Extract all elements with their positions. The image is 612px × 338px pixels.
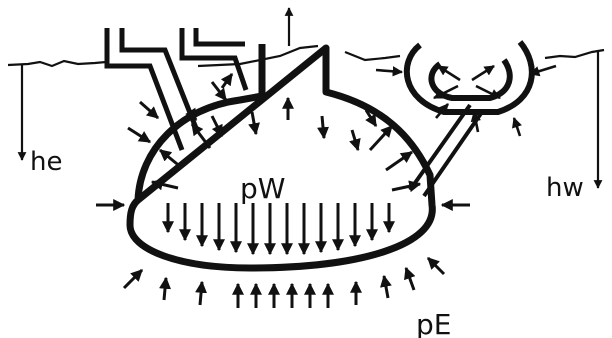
expansion-chamber	[407, 42, 532, 112]
hw-label: hw	[546, 173, 584, 203]
outlet-pipe	[410, 105, 482, 196]
internal-pressure-arrows	[152, 124, 420, 254]
pe-label: pE	[416, 308, 451, 338]
riser-pipe	[182, 28, 246, 90]
pw-label: pW	[240, 172, 285, 205]
he-label: he	[30, 147, 62, 177]
